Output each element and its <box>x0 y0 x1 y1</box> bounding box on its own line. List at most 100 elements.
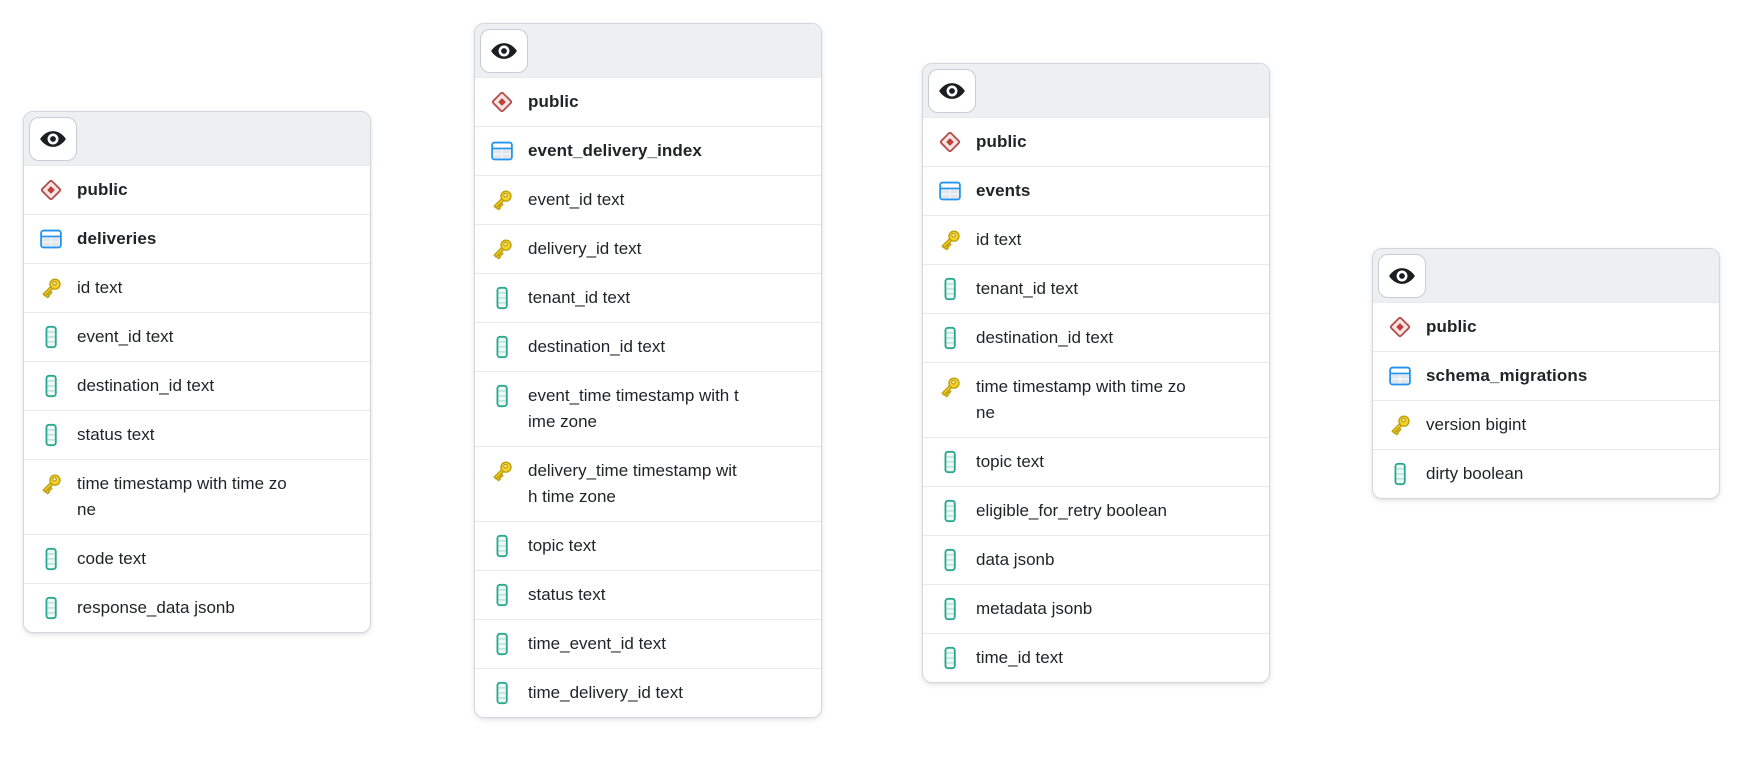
schema-row[interactable]: public <box>1373 303 1719 352</box>
column-row[interactable]: event_time timestamp with time zone <box>475 372 821 447</box>
table-name-row[interactable]: deliveries <box>24 215 370 264</box>
column-label: event_time timestamp with time zone <box>528 386 739 431</box>
visibility-toggle-button[interactable] <box>480 28 528 73</box>
column-label: destination_id text <box>528 337 666 356</box>
column-label: response_data jsonb <box>77 598 235 617</box>
column-row[interactable]: destination_id text <box>923 314 1269 363</box>
column-row[interactable]: time timestamp with time zone <box>923 363 1269 438</box>
eye-icon <box>1389 267 1415 284</box>
schema-row[interactable]: public <box>475 78 821 127</box>
schema-diamond-icon <box>489 89 515 115</box>
column-icon <box>489 334 515 360</box>
column-row[interactable]: code text <box>24 535 370 584</box>
column-row[interactable]: data jsonb <box>923 536 1269 585</box>
primary-key-icon <box>38 471 64 497</box>
column-label: time_event_id text <box>528 634 666 653</box>
column-label: tenant_id text <box>976 279 1079 298</box>
column-label: time timestamp with time zone <box>77 474 287 519</box>
column-icon <box>1387 461 1413 487</box>
column-icon <box>489 680 515 706</box>
column-row[interactable]: tenant_id text <box>923 265 1269 314</box>
primary-key-icon <box>489 458 515 484</box>
column-row[interactable]: delivery_id text <box>475 225 821 274</box>
primary-key-icon <box>38 275 64 301</box>
table-card-event_delivery_index[interactable]: public event_delivery_index <box>474 23 822 718</box>
column-row[interactable]: event_id text <box>475 176 821 225</box>
eye-icon <box>40 130 66 147</box>
column-row[interactable]: metadata jsonb <box>923 585 1269 634</box>
schema-row[interactable]: public <box>923 118 1269 167</box>
table-name-row[interactable]: events <box>923 167 1269 216</box>
visibility-toggle-button[interactable] <box>928 68 976 113</box>
column-row[interactable]: version bigint <box>1373 401 1719 450</box>
column-label: event_id text <box>528 190 625 209</box>
schema-row[interactable]: public <box>24 166 370 215</box>
column-row[interactable]: destination_id text <box>24 362 370 411</box>
column-icon <box>38 546 64 572</box>
primary-key-icon <box>937 374 963 400</box>
column-label: topic text <box>528 536 597 555</box>
column-row[interactable]: time_id text <box>923 634 1269 682</box>
schema-name: public <box>528 92 579 111</box>
table-grid-icon <box>38 226 64 252</box>
primary-key-icon <box>489 236 515 262</box>
table-card-schema_migrations[interactable]: public schema_migrations <box>1372 248 1720 499</box>
visibility-toggle-button[interactable] <box>1378 253 1426 298</box>
schema-diamond-icon <box>1387 314 1413 340</box>
column-label: time_id text <box>976 648 1063 667</box>
column-label: time_delivery_id text <box>528 683 683 702</box>
table-card-header <box>923 64 1269 118</box>
visibility-toggle-button[interactable] <box>29 116 77 161</box>
table-card-header <box>24 112 370 166</box>
column-label: code text <box>77 549 146 568</box>
column-row[interactable]: id text <box>24 264 370 313</box>
table-grid-icon <box>1387 363 1413 389</box>
table-name-row[interactable]: event_delivery_index <box>475 127 821 176</box>
table-name: deliveries <box>77 229 157 248</box>
column-list: version bigint dirty boolean <box>1373 401 1719 498</box>
table-name: events <box>976 181 1031 200</box>
column-label: delivery_id text <box>528 239 642 258</box>
table-card-events[interactable]: public events <box>922 63 1270 683</box>
schema-diamond-icon <box>38 177 64 203</box>
table-grid-icon <box>489 138 515 164</box>
column-row[interactable]: status text <box>475 571 821 620</box>
column-label: eligible_for_retry boolean <box>976 501 1167 520</box>
column-row[interactable]: topic text <box>923 438 1269 487</box>
column-row[interactable]: destination_id text <box>475 323 821 372</box>
column-row[interactable]: event_id text <box>24 313 370 362</box>
table-name-row[interactable]: schema_migrations <box>1373 352 1719 401</box>
schema-name: public <box>1426 317 1477 336</box>
primary-key-icon <box>937 227 963 253</box>
column-row[interactable]: time_delivery_id text <box>475 669 821 717</box>
column-label: tenant_id text <box>528 288 631 307</box>
column-icon <box>937 449 963 475</box>
table-name: schema_migrations <box>1426 366 1588 385</box>
column-row[interactable]: status text <box>24 411 370 460</box>
eye-icon <box>939 82 965 99</box>
column-row[interactable]: time timestamp with time zone <box>24 460 370 535</box>
column-row[interactable]: dirty boolean <box>1373 450 1719 498</box>
schema-name: public <box>976 132 1027 151</box>
column-row[interactable]: time_event_id text <box>475 620 821 669</box>
column-label: status text <box>528 585 606 604</box>
column-icon <box>937 596 963 622</box>
column-label: topic text <box>976 452 1045 471</box>
column-icon <box>937 276 963 302</box>
column-label: status text <box>77 425 155 444</box>
column-row[interactable]: id text <box>923 216 1269 265</box>
column-row[interactable]: eligible_for_retry boolean <box>923 487 1269 536</box>
column-row[interactable]: delivery_time timestamp with time zone <box>475 447 821 522</box>
column-icon <box>489 533 515 559</box>
table-grid-icon <box>937 178 963 204</box>
table-card-header <box>1373 249 1719 303</box>
column-row[interactable]: topic text <box>475 522 821 571</box>
column-row[interactable]: tenant_id text <box>475 274 821 323</box>
table-card-deliveries[interactable]: public deliveries <box>23 111 371 633</box>
schema-name: public <box>77 180 128 199</box>
column-label: dirty boolean <box>1426 464 1524 483</box>
column-row[interactable]: response_data jsonb <box>24 584 370 632</box>
column-icon <box>489 631 515 657</box>
column-label: time timestamp with time zone <box>976 377 1186 422</box>
